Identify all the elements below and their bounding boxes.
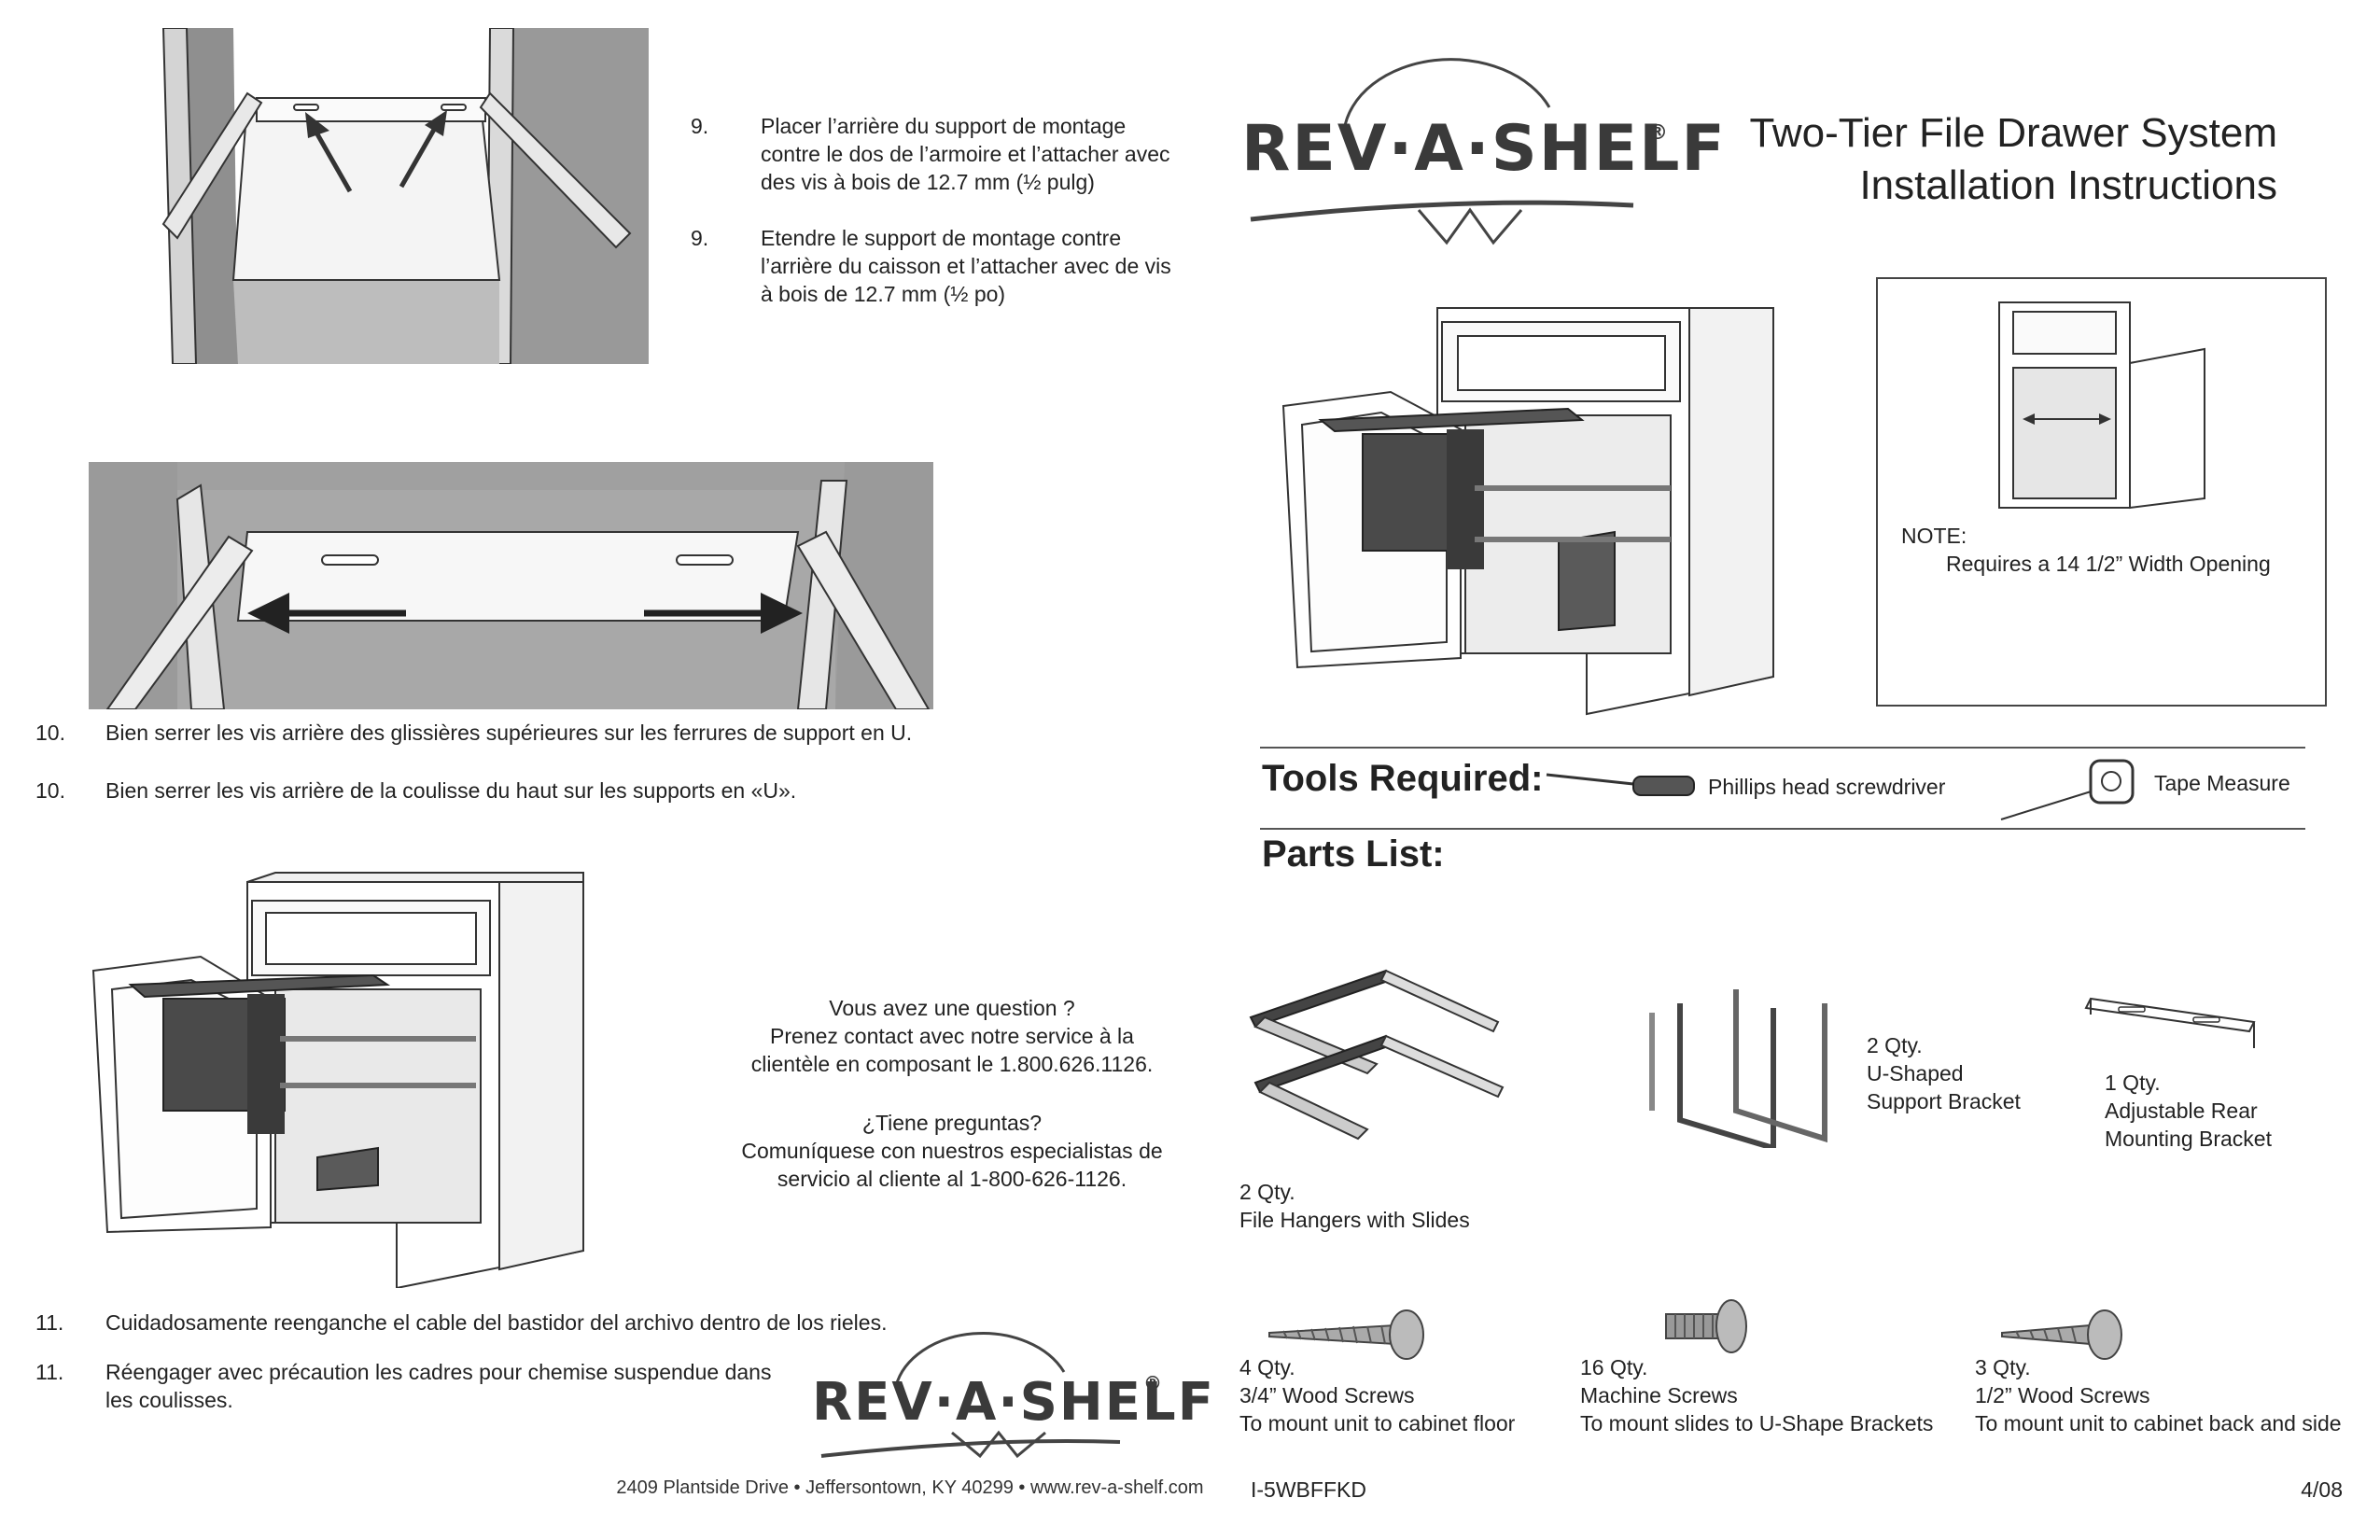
step-9b-text: Etendre le support de montage contre l’a… — [761, 226, 1171, 306]
contact-spanish: ¿Tiene preguntas? Comuníquese con nuestr… — [709, 1109, 1195, 1193]
tools-bottom-rule — [1260, 828, 2305, 830]
wood-screw-long-icon — [1268, 1309, 1424, 1360]
step-11a-text: Cuidadosamente reenganche el cable del b… — [105, 1310, 888, 1335]
step-11b-text: Réengager avec précaution les cadres pou… — [105, 1360, 772, 1412]
part-5-label: 16 Qty. Machine Screws To mount slides t… — [1580, 1353, 1933, 1437]
part-4-qty: 4 Qty. — [1239, 1355, 1295, 1379]
step-9a-number: 9. — [691, 114, 709, 138]
document-code: I-5WBFFKD — [1251, 1477, 1366, 1502]
contact-es-line3: servicio al cliente al 1-800-626-1126. — [777, 1167, 1127, 1191]
step-10b-number: 10. — [35, 778, 65, 803]
part-4-label: 4 Qty. 3/4” Wood Screws To mount unit to… — [1239, 1353, 1515, 1437]
illustration-bracket-extend — [89, 462, 933, 709]
wood-screw-short-icon — [2001, 1309, 2122, 1360]
tool-tape-measure-label: Tape Measure — [2154, 771, 2290, 795]
note-text: Requires a 14 1/2” Width Opening — [1946, 552, 2271, 576]
footer-address: 2409 Plantside Drive • Jeffersontown, KY… — [616, 1477, 1204, 1498]
step-9b-number: 9. — [691, 226, 709, 250]
illustration-cabinet-main — [1281, 307, 1774, 716]
part-5-name: Machine Screws — [1580, 1383, 1738, 1407]
screwdriver-icon — [1546, 773, 1695, 796]
rear-mounting-bracket-icon — [2084, 997, 2256, 1048]
u-shaped-bracket-icon — [1649, 989, 1827, 1148]
parts-heading: Parts List: — [1262, 833, 1445, 875]
step-10a-number: 10. — [35, 721, 65, 745]
part-3-name-line1: Adjustable Rear — [2105, 1099, 2258, 1123]
brand-logo-header: REV·A·SHELF ® — [1241, 56, 1725, 252]
contact-french: Vous avez une question ? Prenez contact … — [709, 994, 1195, 1078]
illustration-rear-bracket-top — [145, 28, 649, 364]
logo-text: REV·A·SHELF — [812, 1372, 1215, 1433]
step-9a-text: Placer l’arrière du support de montage c… — [761, 114, 1170, 194]
illustration-width-opening — [1998, 301, 2205, 510]
document-date: 4/08 — [2301, 1477, 2343, 1502]
part-1-name: File Hangers with Slides — [1239, 1208, 1470, 1232]
part-3-name-line2: Mounting Bracket — [2105, 1127, 2272, 1151]
logo-swoosh-icon — [820, 1332, 1121, 1459]
step-11a-number: 11. — [35, 1310, 64, 1335]
part-4-use: To mount unit to cabinet floor — [1239, 1411, 1516, 1435]
illustration-cabinet-left — [91, 872, 584, 1288]
logo-registered-header: ® — [1647, 121, 1668, 145]
tool-screwdriver-label: Phillips head screwdriver — [1708, 775, 1946, 799]
part-2-qty: 2 Qty. — [1867, 1033, 1923, 1057]
document-title: Two-Tier File Drawer System Installation… — [1680, 107, 2277, 212]
part-5-qty: 16 Qty. — [1580, 1355, 1648, 1379]
part-2-name-line1: U-Shaped — [1867, 1061, 1964, 1085]
logo-swoosh-header-icon — [1250, 58, 1634, 245]
part-6-qty: 3 Qty. — [1975, 1355, 2031, 1379]
file-hanger-slides-icon — [1249, 969, 1505, 1141]
contact-es-line2: Comuníquese con nuestros especialistas d… — [741, 1139, 1163, 1163]
part-3-label: 1 Qty. Adjustable Rear Mounting Bracket — [2105, 1069, 2272, 1153]
tools-top-rule — [1260, 747, 2305, 749]
contact-es-line1: ¿Tiene preguntas? — [861, 1111, 1043, 1135]
title-line-2: Installation Instructions — [1859, 162, 2277, 208]
tape-measure-icon — [2000, 759, 2135, 820]
contact-fr-line3: clientèle en composant le 1.800.626.1126… — [750, 1052, 1154, 1076]
part-3-qty: 1 Qty. — [2105, 1071, 2161, 1095]
part-2-label: 2 Qty. U-Shaped Support Bracket — [1867, 1031, 2021, 1115]
step-10b-text: Bien serrer les vis arrière de la coulis… — [105, 778, 797, 803]
part-6-name: 1/2” Wood Screws — [1975, 1383, 2150, 1407]
part-6-label: 3 Qty. 1/2” Wood Screws To mount unit to… — [1975, 1353, 2342, 1437]
step-11b-number: 11. — [35, 1360, 64, 1384]
machine-screw-icon — [1665, 1299, 1747, 1353]
contact-fr-line2: Prenez contact avec notre service à la — [770, 1024, 1134, 1048]
step-10a-text: Bien serrer les vis arrière des glissièr… — [105, 721, 913, 745]
logo-registered: ® — [1143, 1372, 1162, 1394]
part-2-name-line2: Support Bracket — [1867, 1089, 2021, 1113]
title-line-1: Two-Tier File Drawer System — [1749, 110, 2277, 156]
tools-heading: Tools Required: — [1262, 758, 1544, 799]
part-6-use: To mount unit to cabinet back and side — [1975, 1411, 2342, 1435]
logo-text-header: REV·A·SHELF — [1241, 112, 1727, 186]
contact-fr-line1: Vous avez une question ? — [829, 996, 1075, 1020]
part-1-label: 2 Qty. File Hangers with Slides — [1239, 1178, 1470, 1234]
brand-logo-footer: REV·A·SHELF ® — [812, 1330, 1213, 1461]
part-1-qty: 2 Qty. — [1239, 1180, 1295, 1204]
part-4-name: 3/4” Wood Screws — [1239, 1383, 1415, 1407]
note-box: NOTE: Requires a 14 1/2” Width Opening — [1876, 277, 2327, 707]
part-5-use: To mount slides to U-Shape Brackets — [1580, 1411, 1934, 1435]
note-label: NOTE: — [1901, 524, 1967, 548]
